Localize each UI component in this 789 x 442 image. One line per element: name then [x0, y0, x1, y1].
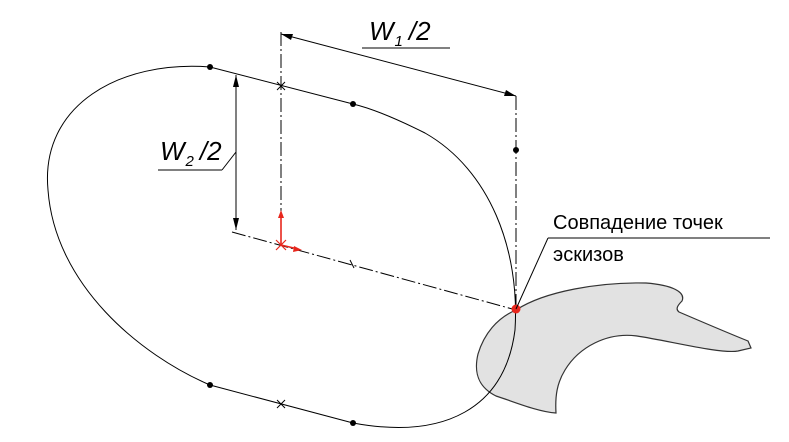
callout-line-2: эскизов — [553, 244, 624, 266]
sketch-point — [513, 147, 519, 153]
w1-label: W1/2 — [369, 16, 431, 50]
sketch-point — [350, 420, 356, 426]
centerline-horizontal — [231, 231, 517, 311]
w2-arrow-top — [233, 75, 239, 87]
slot-outline — [46, 65, 517, 428]
sketch-point — [207, 64, 213, 70]
w2-leader — [221, 151, 237, 171]
callout-line-1: Совпадение точек — [553, 212, 723, 234]
sketch-point — [350, 101, 356, 107]
w1-arrow-left — [281, 34, 293, 40]
callout-leader — [515, 237, 549, 310]
w1-arrow-right — [504, 90, 516, 96]
midpoint-marker — [349, 259, 355, 269]
w2-arrow-bottom — [233, 218, 239, 230]
profile-sketch — [475, 282, 752, 414]
midpoint-marker — [276, 81, 286, 91]
origin-axes-icon — [275, 210, 302, 252]
sketch-point — [207, 382, 213, 388]
w1-dimension-line — [280, 33, 517, 97]
midpoint-marker — [276, 399, 286, 409]
w2-label: W2/2 — [160, 136, 222, 170]
